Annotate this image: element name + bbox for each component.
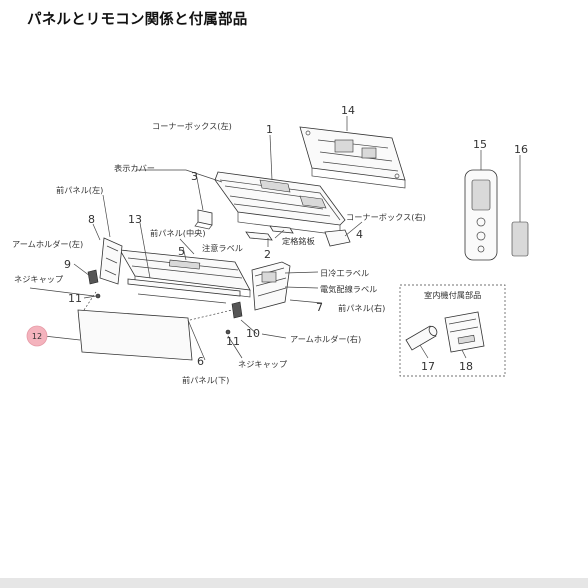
part-number-4: 4 xyxy=(356,228,363,241)
part-number-18: 18 xyxy=(459,360,473,373)
screw-cap-right-drawing xyxy=(225,329,231,335)
part-number-13: 13 xyxy=(128,213,142,226)
manual-drawing xyxy=(444,311,485,353)
label-wiring: 電気配線ラベル xyxy=(320,284,377,294)
display-cover-drawing xyxy=(127,278,241,297)
label-front-panel-center: 前パネル(中央) xyxy=(150,228,206,238)
label-arm-holder-left: アームホルダー(左) xyxy=(12,239,83,249)
label-corner-box-right: コーナーボックス(右) xyxy=(346,212,426,222)
corner-box-right-drawing xyxy=(324,229,351,247)
accessories-box xyxy=(399,284,506,377)
part-number-11-right: 11 xyxy=(226,335,240,348)
part-12-highlight-marker xyxy=(26,325,48,347)
label-corner-box-left: コーナーボックス(左) xyxy=(152,121,232,131)
rating-plate-drawing xyxy=(269,225,294,234)
remote-holder-drawing xyxy=(511,221,529,257)
front-panel-large-drawing xyxy=(77,309,193,361)
part-number-14: 14 xyxy=(341,104,355,117)
front-panel-right-drawing xyxy=(251,261,291,311)
corner-box-left-drawing xyxy=(197,209,213,226)
label-caution: 注意ラベル xyxy=(202,243,243,253)
part-number-9: 9 xyxy=(64,258,71,271)
part-number-11-left: 11 xyxy=(68,292,82,305)
label-front-panel-left: 前パネル(左) xyxy=(56,185,103,195)
label-front-panel-bottom: 前パネル(下) xyxy=(182,375,229,385)
part-number-2: 2 xyxy=(264,248,271,261)
label-screw-cap-right: ネジキャップ xyxy=(238,359,288,369)
bottom-bar xyxy=(0,578,588,588)
label-display-cover: 表示カバー xyxy=(114,163,155,173)
batteries-drawing xyxy=(405,325,438,351)
part-number-17: 17 xyxy=(421,360,435,373)
part-number-7: 7 xyxy=(316,301,323,314)
label-screw-cap-left: ネジキャップ xyxy=(14,274,64,284)
label-cooling: 日冷工ラベル xyxy=(320,268,369,278)
part-number-10: 10 xyxy=(246,327,260,340)
part-number-15: 15 xyxy=(473,138,487,151)
mounting-plate-drawing xyxy=(299,126,406,189)
page-title: パネルとリモコン関係と付属部品 xyxy=(27,12,248,28)
arm-holder-right-drawing xyxy=(231,301,243,319)
part-number-16: 16 xyxy=(514,143,528,156)
label-rating-plate: 定格銘板 xyxy=(282,236,315,246)
arm-holder-left-drawing xyxy=(87,269,99,285)
front-panel-bottom-drawing xyxy=(137,293,227,304)
label-arm-holder-right: アームホルダー(右) xyxy=(290,334,361,344)
part-number-12: 12 xyxy=(32,332,42,341)
part-number-8: 8 xyxy=(88,213,95,226)
screw-cap-left-drawing xyxy=(95,293,101,299)
remote-control-drawing xyxy=(464,169,498,261)
front-panel-left-drawing xyxy=(99,237,123,285)
part-number-1: 1 xyxy=(266,123,273,136)
part-number-5: 5 xyxy=(178,245,185,258)
part-number-3: 3 xyxy=(191,170,198,183)
main-chassis-drawing xyxy=(214,171,346,236)
caution-label-drawing xyxy=(245,231,273,241)
label-front-panel-right: 前パネル(右) xyxy=(338,303,385,313)
part-number-6: 6 xyxy=(197,355,204,368)
label-indoor-accessories: 室内機付属部品 xyxy=(424,290,481,300)
